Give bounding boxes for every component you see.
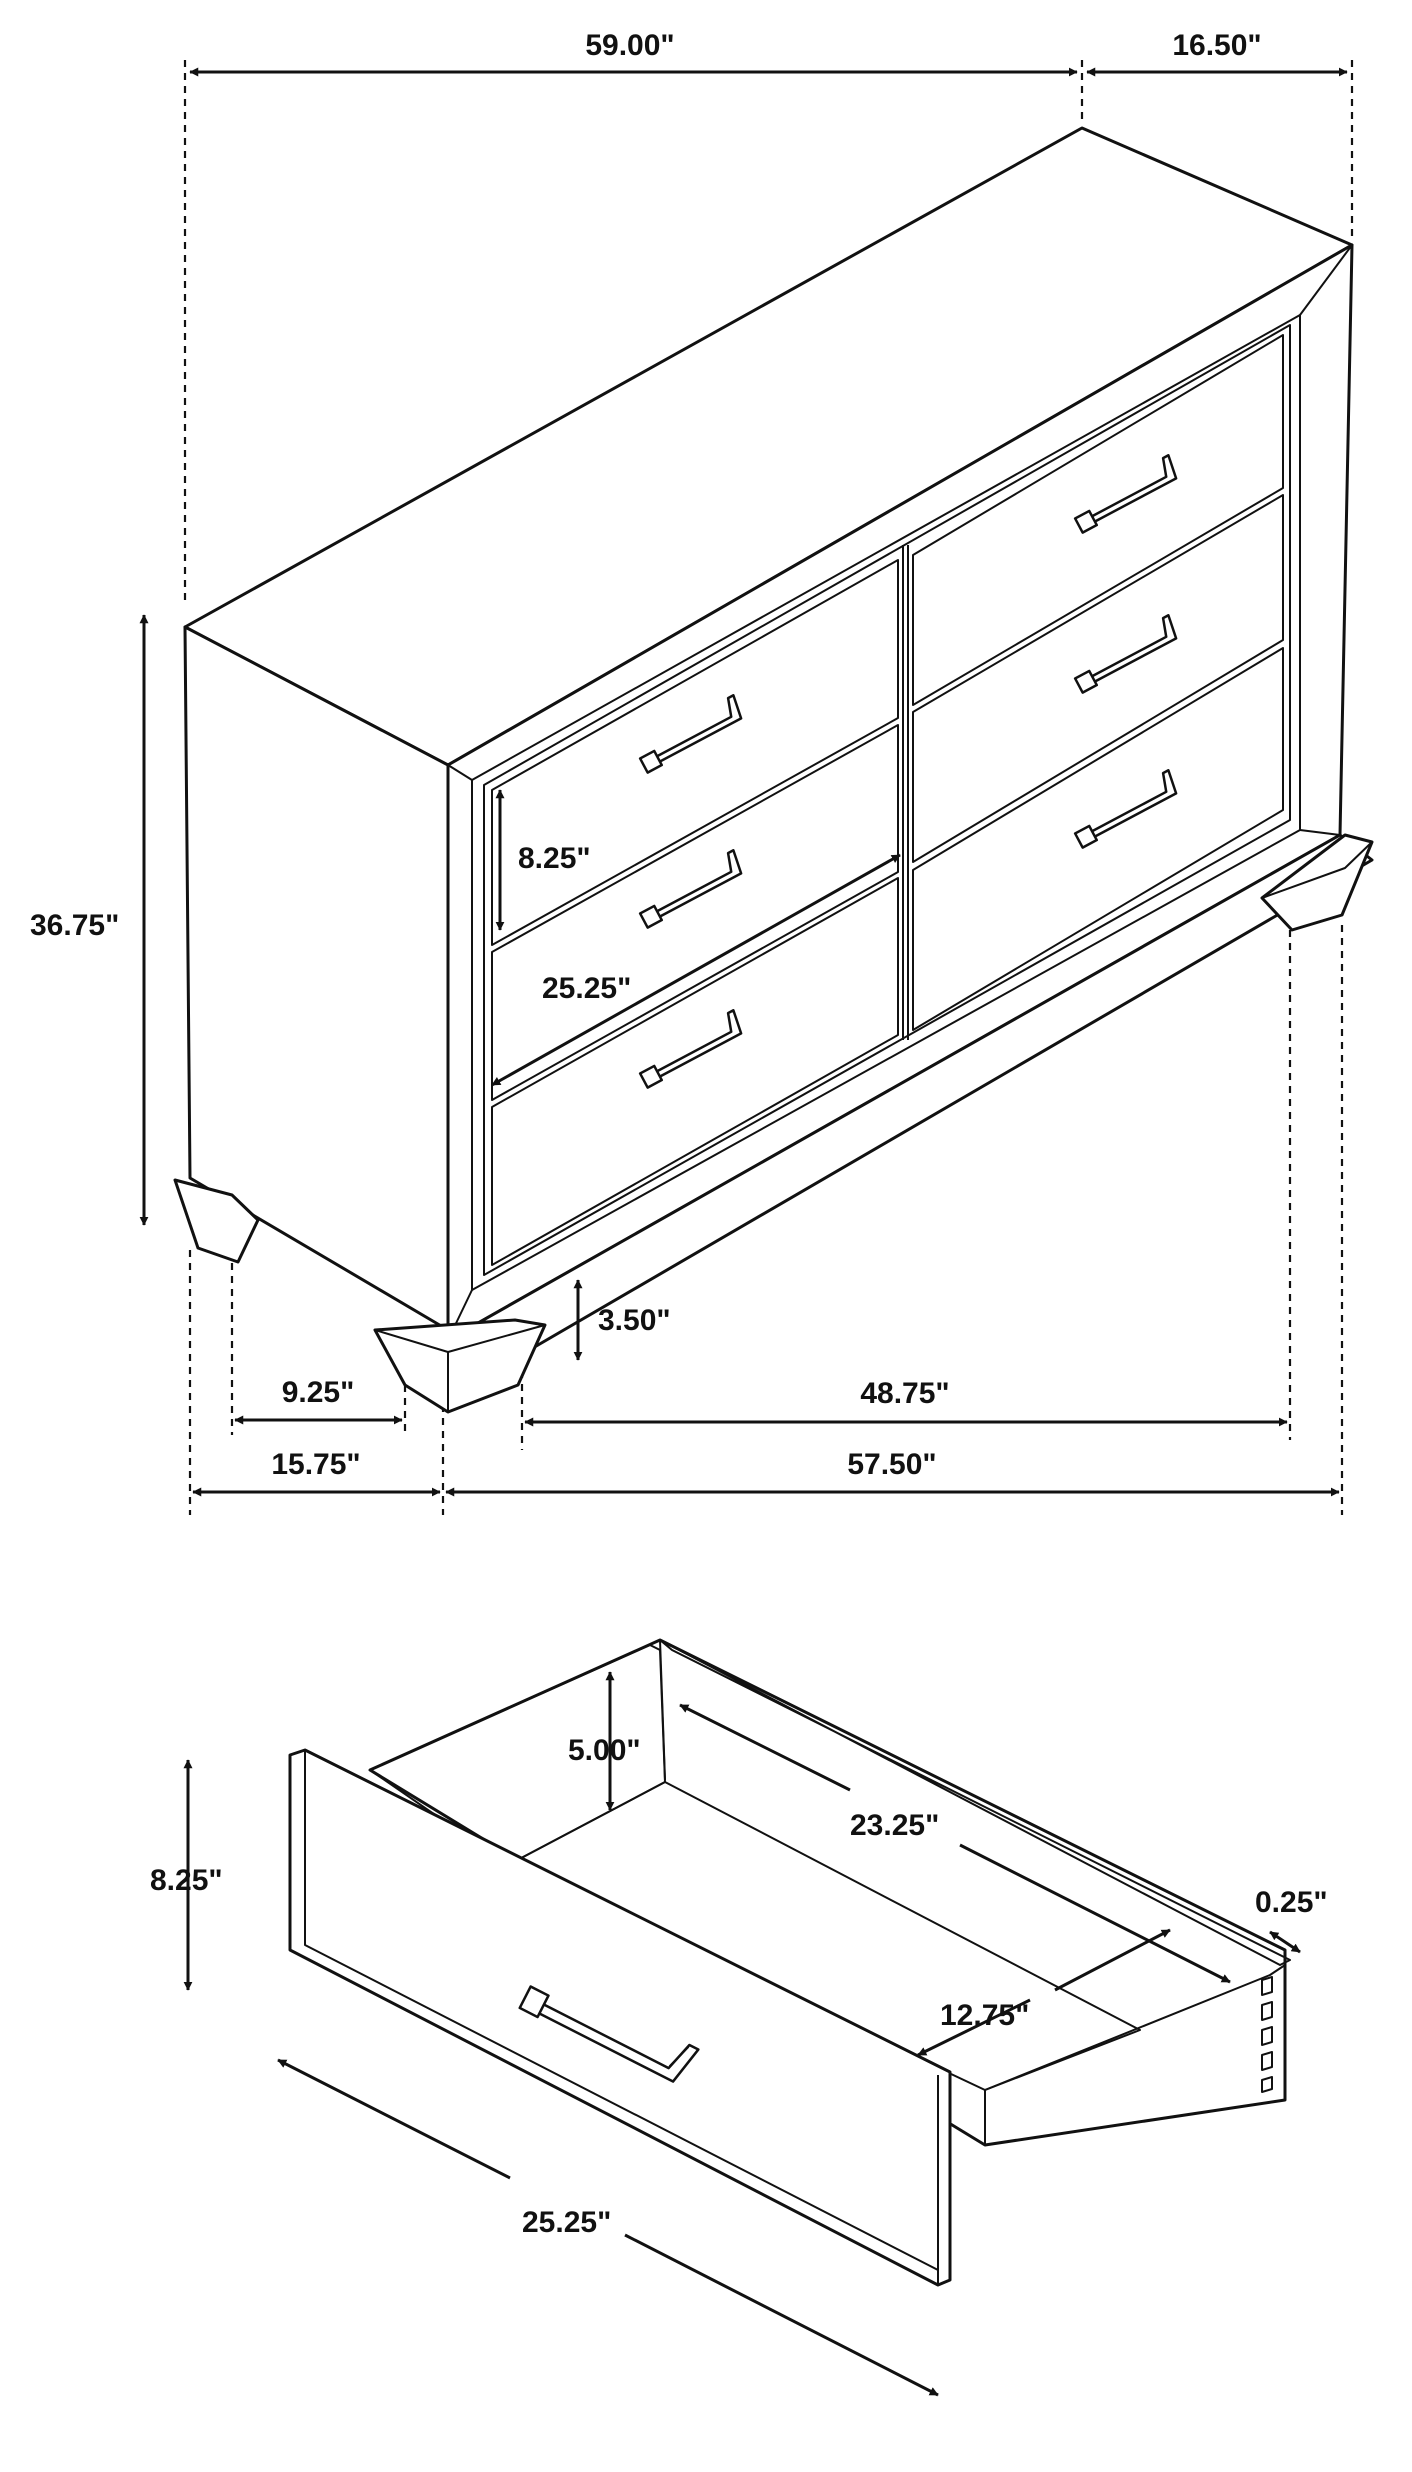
- handle-icon: [1073, 769, 1178, 849]
- dim-label-foot-inner-side: 9.25": [282, 1376, 355, 1409]
- dim-label-drawer-front-width: 25.25": [522, 2206, 611, 2239]
- dim-label-width: 59.00": [585, 29, 674, 62]
- dim-label-drawer-front-height: 8.25": [150, 1864, 223, 1897]
- dim-label-drawer-height: 8.25": [518, 842, 591, 875]
- dim-label-drawer-inner-depth: 23.25": [850, 1809, 939, 1842]
- dim-label-foot-inner-front: 48.75": [860, 1377, 949, 1410]
- drawer-handle-icon: [518, 1985, 700, 2083]
- bevel-corner-br: [1299, 829, 1341, 836]
- dim-label-foot-height: 3.50": [598, 1304, 671, 1337]
- dim-line-drawer-inner-width-a: [917, 1998, 1031, 2057]
- handle-icon: [1073, 454, 1178, 534]
- dim-label-side-base: 15.75": [271, 1448, 360, 1481]
- drawer-right-bottom: [912, 647, 1284, 1031]
- dim-line-drawer-width: [491, 853, 901, 1087]
- foot-front-right: [1260, 833, 1374, 932]
- drawer-drawing: 5.00" 23.25" 8.25" 0.25" 12.75" 25.25": [150, 1638, 1328, 2397]
- dim-label-height: 36.75": [30, 909, 119, 942]
- bevel-corner-tl: [447, 764, 473, 781]
- dresser-drawing: 59.00" 16.50" 36.75" 8.25" 25.25" 3.50" …: [30, 29, 1374, 1515]
- dim-label-depth: 16.50": [1172, 29, 1261, 62]
- foot-front-right-edge: [1261, 841, 1373, 899]
- dim-line-drawer-front-width-a: [277, 2058, 511, 2180]
- drawer-area: [483, 324, 1291, 1276]
- drawer-front-edge: [304, 1750, 939, 2285]
- dim-label-drawer-inner-width: 12.75": [940, 1999, 1029, 2032]
- drawer-right-middle: [912, 494, 1284, 863]
- dim-label-drawer-inner-height: 5.00": [568, 1734, 641, 1767]
- dim-line-drawer-inner-depth-b: [959, 1843, 1231, 1984]
- dim-line-drawer-front-width-b: [624, 2233, 939, 2397]
- dovetail-joints: [1261, 1976, 1273, 2093]
- dim-label-front-base: 57.50": [847, 1448, 936, 1481]
- drawer-side-top-edge: [659, 1639, 1291, 1966]
- bevel-corner-tr: [1299, 244, 1353, 316]
- handle-icon: [1073, 614, 1178, 694]
- drawer-right-top: [912, 334, 1284, 706]
- handle-icon: [638, 694, 743, 774]
- dim-label-drawer-side-thickness: 0.25": [1255, 1886, 1328, 1919]
- drawer-back-corner: [659, 1639, 666, 1781]
- dim-line-drawer-side-thickness: [1269, 1930, 1301, 1954]
- foot-front-left: [373, 1318, 547, 1414]
- dim-line-drawer-inner-depth-a: [679, 1703, 851, 1792]
- foot-back-left: [173, 1178, 260, 1264]
- dim-label-drawer-width: 25.25": [542, 972, 631, 1005]
- dim-line-drawer-inner-width-b: [1054, 1928, 1171, 1992]
